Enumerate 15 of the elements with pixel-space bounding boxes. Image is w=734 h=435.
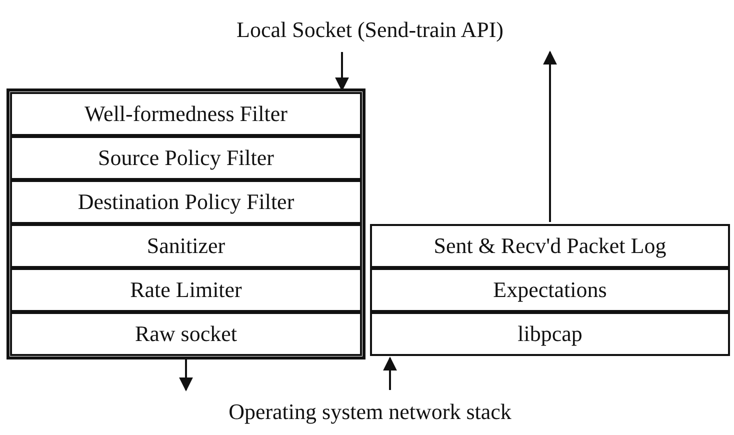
arrow: [383, 356, 397, 390]
layer-box: Destination Policy Filter: [10, 180, 362, 224]
interface-label: Operating system network stack: [150, 392, 590, 432]
layer-box: Sanitizer: [10, 224, 362, 268]
arrow: [543, 50, 557, 222]
layer-box: Well-formedness Filter: [10, 92, 362, 136]
arrow: [335, 52, 349, 92]
layer-box: libpcap: [370, 312, 730, 356]
layer-box: Source Policy Filter: [10, 136, 362, 180]
layer-box: Raw socket: [10, 312, 362, 356]
layer-box: Sent & Recv'd Packet Log: [370, 224, 730, 268]
interface-label: Local Socket (Send-train API): [150, 10, 590, 50]
layer-box: Rate Limiter: [10, 268, 362, 312]
layer-box: Expectations: [370, 268, 730, 312]
arrow: [179, 358, 193, 392]
